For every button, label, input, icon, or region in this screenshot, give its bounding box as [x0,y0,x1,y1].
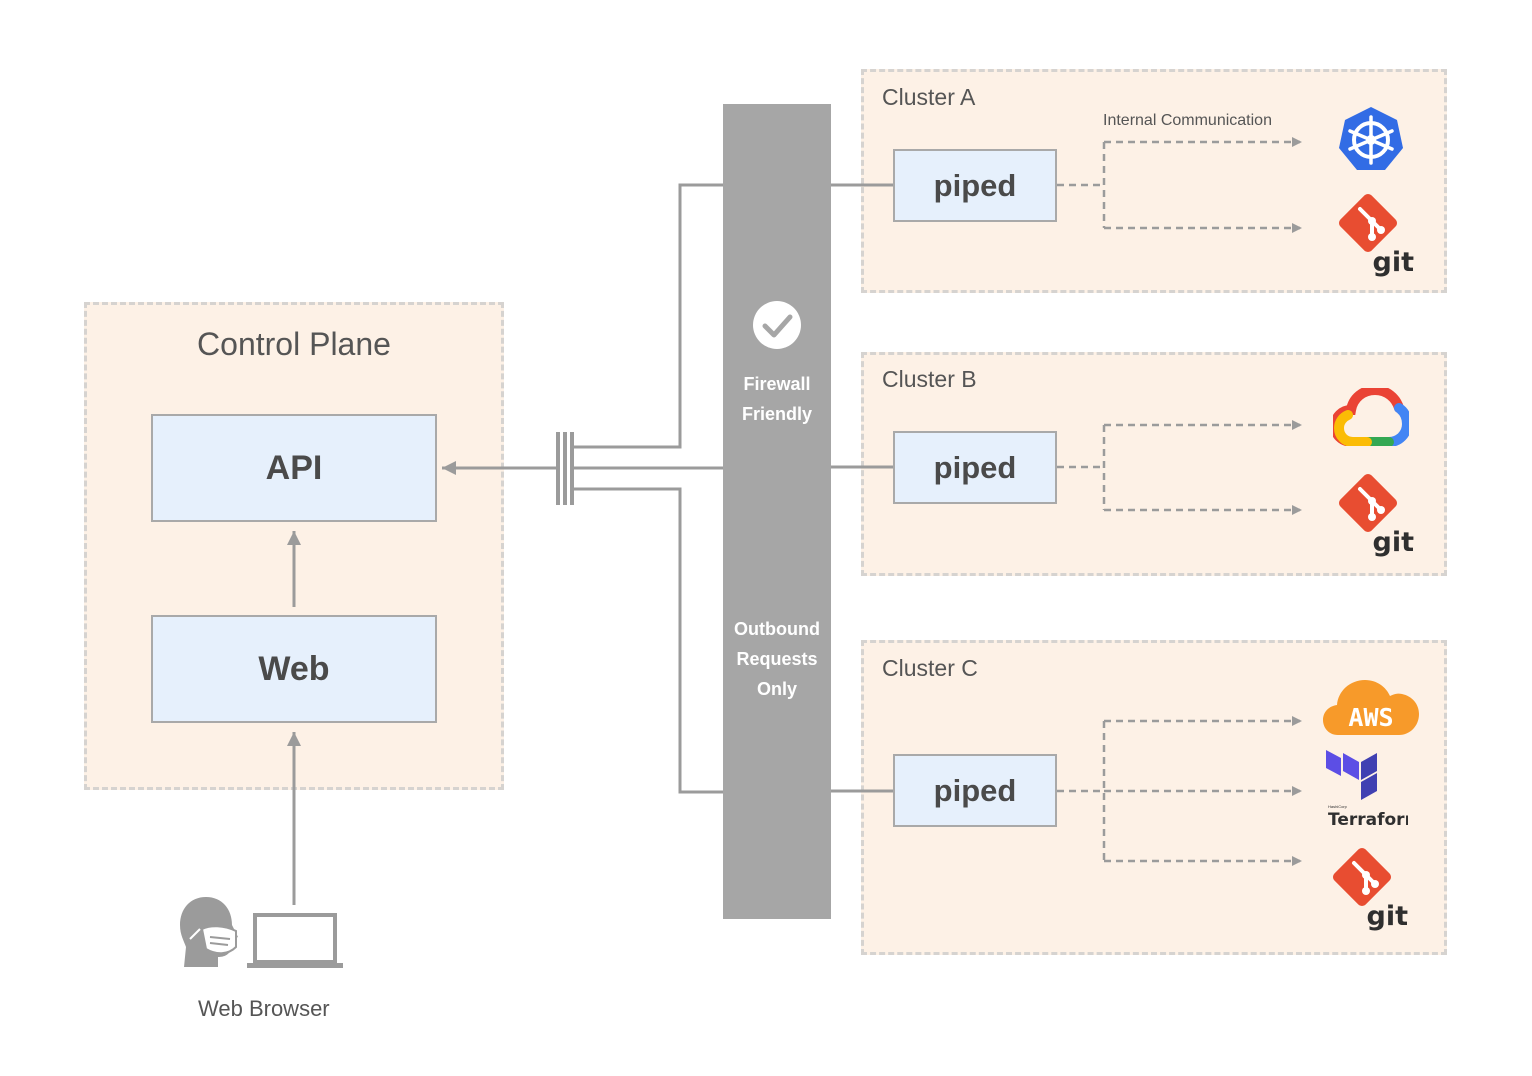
piped-box-c[interactable]: piped [893,754,1057,827]
outbound-text-2: Requests [736,649,818,669]
piped-label-b: piped [933,449,1017,485]
firewall-bar [723,104,831,919]
internal-communication-label: Internal Communication [1103,112,1272,129]
web-browser-label: Web Browser [198,996,330,1021]
firewall-text-1: Firewall [743,374,811,394]
git-text-a: git [1373,247,1415,278]
piped-label-a: piped [933,167,1017,203]
terraform-icon: HashiCorp Terraform [1326,750,1408,830]
git-icon-a: git [1338,193,1415,278]
git-text-c: git [1367,901,1409,932]
outbound-text-1: Outbound [734,619,820,639]
terraform-small-text: HashiCorp [1328,804,1348,809]
piped-label-c: piped [933,772,1017,808]
aws-icon: AWS [1323,680,1419,735]
piped-box-a[interactable]: piped [893,149,1057,222]
piped-box-b[interactable]: piped [893,431,1057,504]
cluster-c-title: Cluster C [882,655,978,681]
google-cloud-icon [1333,388,1409,446]
kubernetes-icon [1339,107,1403,170]
aws-text: AWS [1348,703,1393,732]
cluster-b-title: Cluster B [882,366,977,392]
git-icon-b: git [1338,473,1415,558]
cluster-a-title: Cluster A [882,84,976,110]
outbound-text-3: Only [756,679,797,699]
web-label: Web [258,649,330,688]
laptop-icon [247,913,343,968]
terraform-text: Terraform [1328,810,1408,830]
user-mask-icon [180,897,238,967]
control-plane-title: Control Plane [197,326,391,362]
check-circle-icon [753,301,801,349]
api-box[interactable]: API [151,414,437,522]
api-label: API [265,448,323,487]
web-box[interactable]: Web [151,615,437,723]
firewall-text-2: Friendly [741,404,812,424]
git-icon-c: git [1332,847,1409,932]
git-text-b: git [1373,527,1415,558]
